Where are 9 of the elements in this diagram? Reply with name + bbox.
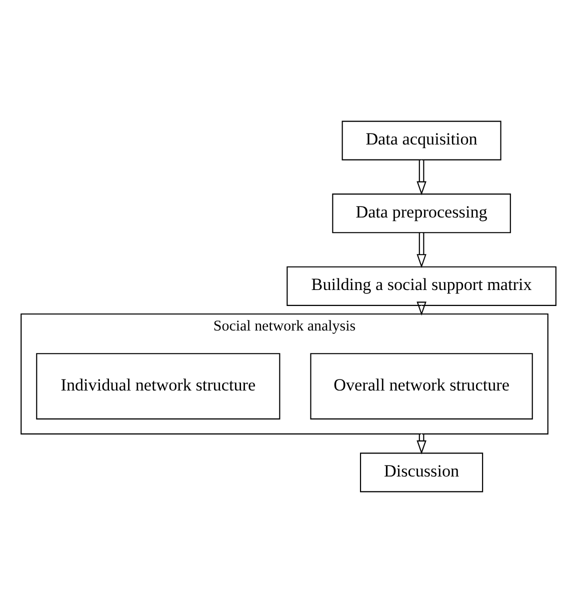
node-box: Overall network structure [310,353,533,420]
node-box: Data acquisition [342,120,502,160]
arrow [416,233,426,268]
node-box: Discussion [360,452,484,492]
arrow [416,434,426,454]
node-box: Individual network structure [36,353,280,420]
node-box: Data preprocessing [332,194,511,234]
arrow [416,302,426,316]
arrow [416,160,426,196]
